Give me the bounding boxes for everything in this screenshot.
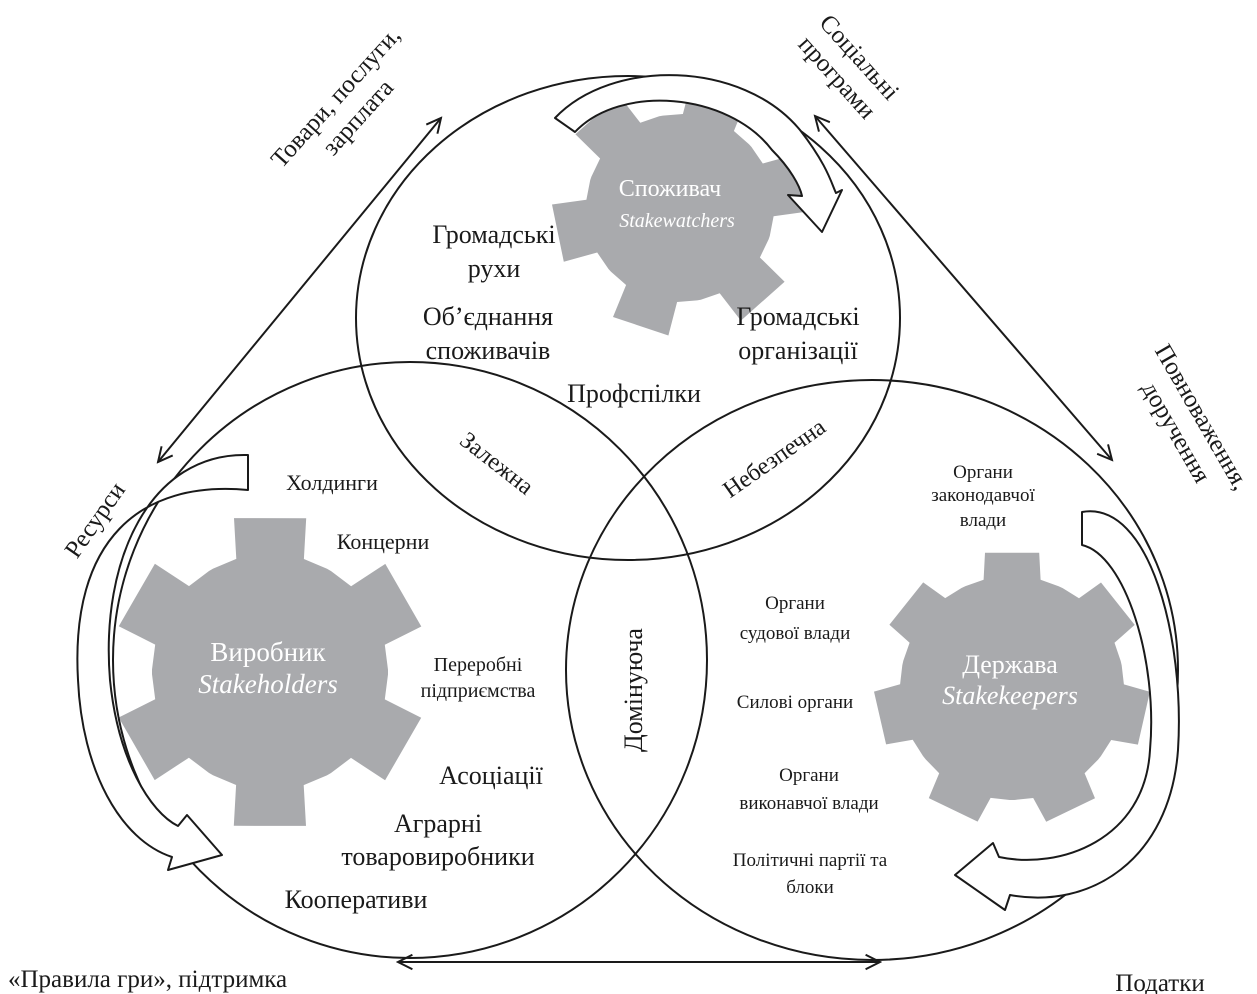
consumer-item: Об’єднання [423,302,553,331]
producer-item: Холдинги [286,470,378,495]
state-swirl-arrow [954,510,1180,911]
powers-label: Повноваження, доручення [1136,340,1254,495]
overlap-dependent-label: Залежна [455,427,539,500]
producer-item: Асоціації [439,761,543,790]
svg-text:Домінуюча: Домінуюча [619,628,648,752]
producer-item: підприємства [421,680,536,702]
producer-item: товаровиробники [341,842,534,871]
rules-label: «Правила гри», підтримка [8,966,287,993]
producer-subtitle: Stakeholders [198,669,337,699]
producer-title: Виробник [210,637,326,667]
producer-swirl-arrow [76,453,249,871]
svg-text:Небезпечна: Небезпечна [718,414,830,504]
consumer-item: споживачів [426,336,551,365]
state-item: блоки [786,877,834,898]
consumer-item: Громадські [432,220,555,249]
taxes-label: Податки [1115,970,1204,994]
state-item: законодавчої [931,485,1035,506]
producer-item: Кооперативи [285,885,428,914]
state-item: влади [960,510,1006,531]
social-powers-arrow [815,116,1112,460]
producer-item: Переробні [434,654,523,676]
state-item: судової влади [740,623,851,644]
state-subtitle: Stakekeepers [942,681,1078,710]
consumer-item: організації [738,336,858,365]
state-item: Органи [779,765,839,786]
goods-label: Товари, послуги, зарплата [266,22,406,173]
overlap-dominant-label: Домінуюча [619,628,648,752]
resources-goods-arrow [158,118,441,462]
state-item: Силові органи [737,692,853,713]
producer-item: Аграрні [394,809,482,838]
overlap-dangerous-label: Небезпечна [718,414,830,504]
consumer-gear-icon [552,80,808,336]
consumer-item: Громадські [736,302,859,331]
producer-item: Концерни [337,529,430,554]
consumer-title: Споживач [619,176,721,202]
state-title: Держава [962,650,1058,679]
consumer-subtitle: Stakewatchers [619,210,735,232]
consumer-swirl-arrow [554,74,843,233]
state-gear-icon [874,552,1150,822]
state-item: виконавчої влади [739,793,878,814]
svg-text:Залежна: Залежна [455,427,539,500]
social-label: Соціальні програми [793,10,904,125]
state-item: Органи [765,593,825,614]
producer-gear-icon [118,518,422,826]
state-item: Органи [953,462,1013,483]
overlap-center-label: Профспілки [567,379,701,408]
state-item: Політичні партії та [733,850,888,871]
consumer-item: рухи [468,254,521,283]
